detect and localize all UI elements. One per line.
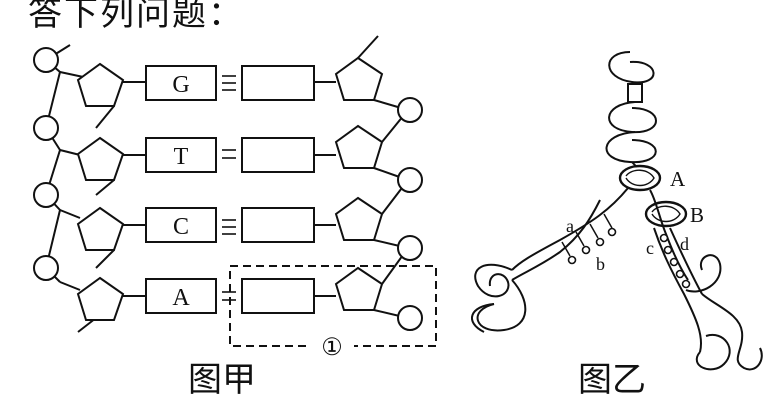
- left-backbone: [44, 59, 62, 283]
- left-loop-1: [474, 263, 513, 298]
- base-box-right-2: [241, 137, 315, 173]
- enzyme-A-detail: [625, 169, 655, 187]
- hydrogen-bonds: [222, 75, 236, 301]
- label-A: A: [670, 167, 686, 191]
- base-box-left-1: [145, 65, 217, 101]
- region-1-label: ①: [321, 335, 343, 361]
- sugar-left-2: [76, 136, 125, 181]
- left-loop-3: [471, 303, 495, 333]
- right-strand-inner: [669, 227, 703, 295]
- label-d: d: [680, 234, 689, 254]
- left-link-4: [59, 281, 81, 291]
- right-loop-1: [696, 333, 731, 371]
- left-strand: [511, 187, 629, 271]
- sugar-right-4: [334, 266, 384, 311]
- right-strand: [653, 227, 702, 353]
- phosphate-right-1: [397, 97, 423, 123]
- label-c: c: [646, 238, 654, 258]
- left-sugar-phosphate-2: [95, 179, 115, 196]
- base-label-3: C: [173, 214, 189, 240]
- question-heading: 答下列问题：: [28, 0, 244, 34]
- phosphate-right-4: [397, 305, 423, 331]
- left-strand-bonds: [561, 213, 613, 257]
- base-box-right-4: [241, 278, 315, 314]
- phosphate-left-2: [33, 115, 59, 141]
- sugar-left-3: [76, 206, 125, 251]
- right-loop-2: [701, 293, 763, 371]
- figure-b-diagram: [471, 51, 763, 371]
- phosphate-right-2: [397, 167, 423, 193]
- right-strand-link: [649, 189, 689, 281]
- base-box-left-2: [145, 137, 217, 173]
- sugar-right-1: [334, 56, 384, 101]
- base-box-left-4: [145, 278, 217, 314]
- figure-a-caption: 图甲: [188, 360, 256, 400]
- base-label-4: A: [172, 285, 190, 311]
- base-box-left-3: [145, 207, 217, 243]
- left-link-2: [59, 149, 81, 156]
- left-nucleotides: [567, 227, 617, 265]
- base-label-1: G: [172, 72, 189, 98]
- left-sugar-phosphate-3: [95, 249, 115, 269]
- figure-a-diagram: [33, 35, 437, 360]
- base-box-right-3: [241, 207, 315, 243]
- base-box-right-1: [241, 65, 315, 101]
- sugar-right-2: [334, 124, 384, 169]
- coil-top-3: [605, 131, 657, 164]
- phosphate-left-3: [33, 182, 59, 208]
- sugar-left-1: [76, 62, 125, 107]
- sugar-right-3: [334, 196, 384, 241]
- phosphate-left-1: [33, 47, 59, 73]
- coil-top-1: [608, 51, 655, 84]
- label-b: b: [596, 254, 605, 274]
- base-label-2: T: [174, 144, 189, 170]
- coil-top-2: [608, 101, 657, 134]
- label-a: a: [566, 216, 574, 236]
- left-loop-2: [476, 279, 527, 332]
- enzyme-B-detail: [651, 205, 681, 223]
- phosphate-right-3: [397, 235, 423, 261]
- coil-box-marker: [627, 83, 643, 103]
- left-link-3: [59, 209, 81, 219]
- right-loop-3: [685, 254, 722, 293]
- phosphate-left-4: [33, 255, 59, 281]
- figure-b-caption: 图乙: [578, 360, 646, 400]
- left-strand-inner: [511, 199, 601, 281]
- label-B: B: [690, 203, 704, 227]
- sugar-left-4: [76, 276, 125, 321]
- right-backbone-top-line: [357, 35, 379, 59]
- right-nucleotides: [659, 233, 691, 289]
- left-sugar-phosphate-1: [95, 105, 115, 129]
